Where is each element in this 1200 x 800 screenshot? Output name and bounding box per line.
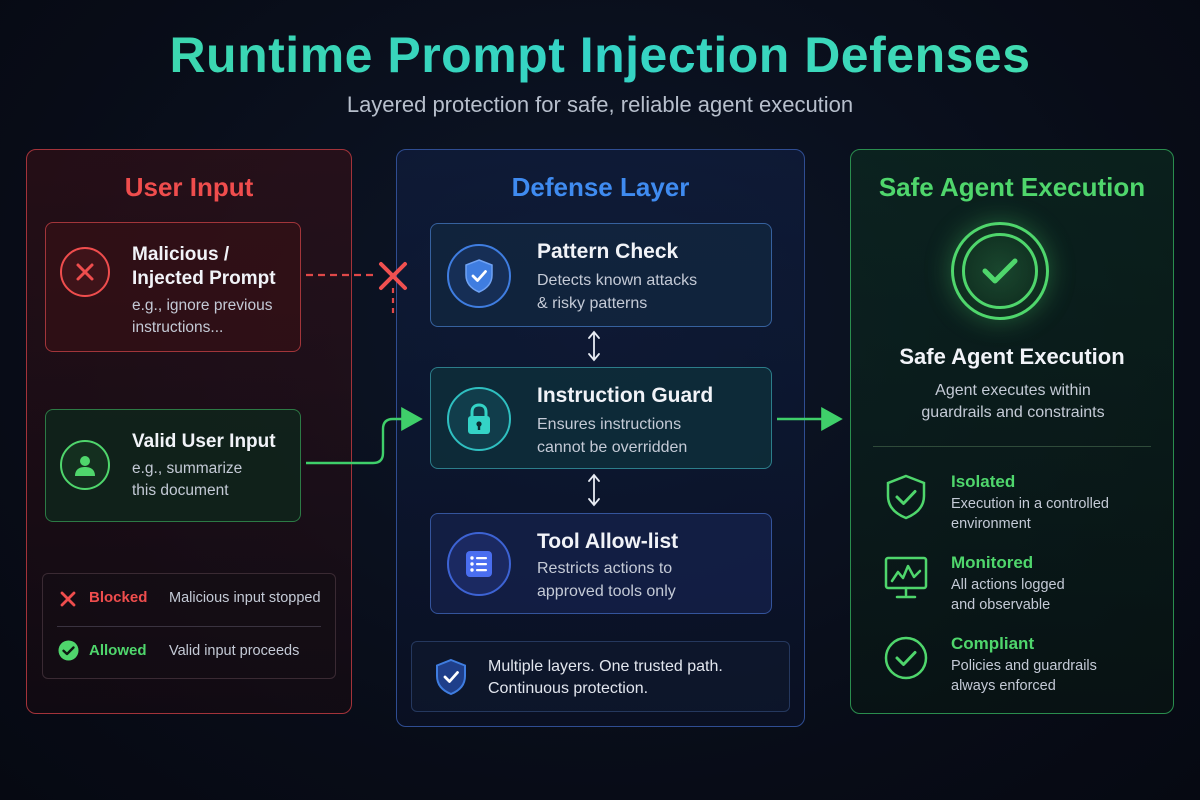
- defense-layer-panel: Defense Layer Pattern Check Detects know…: [396, 149, 805, 727]
- valid-input-title: Valid User Input: [132, 431, 276, 452]
- feature-compliant-desc-1: Policies and guardrails: [951, 658, 1097, 674]
- x-icon: [60, 247, 110, 297]
- shield-check-icon: [886, 474, 926, 520]
- check-circle-icon: [884, 636, 928, 680]
- instruction-guard-desc-2: cannot be overridden: [537, 439, 688, 456]
- legend-blocked-text: Malicious input stopped: [169, 590, 321, 606]
- exec-desc-1: Agent executes within: [935, 382, 1091, 399]
- user-icon: [60, 440, 110, 490]
- pattern-check-desc-2: & risky patterns: [537, 295, 648, 312]
- pattern-check-title: Pattern Check: [537, 240, 679, 263]
- legend: Blocked Malicious input stopped Allowed …: [42, 573, 336, 679]
- shield-check-icon: [436, 658, 466, 696]
- legend-allowed: Allowed Valid input proceeds: [43, 627, 335, 675]
- exec-desc-2: guardrails and constraints: [921, 404, 1105, 421]
- feature-isolated-desc-2: environment: [951, 516, 1031, 532]
- instruction-guard-title: Instruction Guard: [537, 384, 714, 407]
- feature-isolated: Isolated Execution in a controlled envir…: [881, 472, 1161, 542]
- feature-monitored-desc-1: All actions logged: [951, 577, 1065, 593]
- page-title: Runtime Prompt Injection Defenses: [0, 26, 1200, 84]
- safe-execution-heading: Safe Agent Execution: [878, 172, 1146, 202]
- defense-layer-heading: Defense Layer: [511, 172, 690, 202]
- list-icon: [447, 532, 511, 596]
- malicious-desc-2: instructions...: [132, 319, 224, 336]
- pattern-check-card: Pattern Check Detects known attacks & ri…: [430, 223, 772, 327]
- lock-icon: [447, 387, 511, 451]
- feature-compliant-title: Compliant: [951, 634, 1035, 653]
- legend-allowed-text: Valid input proceeds: [169, 643, 300, 659]
- exec-divider: [873, 446, 1151, 447]
- pattern-check-desc-1: Detects known attacks: [537, 272, 698, 289]
- monitor-icon: [884, 556, 928, 599]
- feature-isolated-desc-1: Execution in a controlled: [951, 496, 1109, 512]
- legend-blocked-label: Blocked: [89, 589, 148, 606]
- defense-summary-line-1: Multiple layers. One trusted path.: [488, 658, 723, 675]
- malicious-title-1: Malicious /: [132, 244, 230, 265]
- user-input-heading: User Input: [124, 172, 254, 202]
- valid-desc-2: this document: [132, 482, 229, 499]
- malicious-prompt-card: Malicious / Injected Prompt e.g., ignore…: [45, 222, 301, 352]
- valid-desc-1: e.g., summarize: [132, 460, 243, 477]
- x-icon: [60, 591, 76, 607]
- instruction-guard-card: Instruction Guard Ensures instructions c…: [430, 367, 772, 469]
- feature-compliant-desc-2: always enforced: [951, 678, 1056, 694]
- tool-allowlist-desc-2: approved tools only: [537, 583, 676, 600]
- defense-summary-card: Multiple layers. One trusted path. Conti…: [411, 641, 790, 712]
- shield-check-icon: [447, 244, 511, 308]
- check-circle-icon: [951, 222, 1049, 320]
- feature-monitored-title: Monitored: [951, 553, 1034, 572]
- feature-monitored: Monitored All actions logged and observa…: [881, 553, 1161, 623]
- malicious-desc-1: e.g., ignore previous: [132, 297, 273, 314]
- defense-summary-line-2: Continuous protection.: [488, 680, 649, 697]
- tool-allowlist-card: Tool Allow-list Restricts actions to app…: [430, 513, 772, 614]
- instruction-guard-desc-1: Ensures instructions: [537, 416, 682, 433]
- malicious-title-2: Injected Prompt: [132, 268, 276, 289]
- feature-compliant: Compliant Policies and guardrails always…: [881, 634, 1161, 704]
- tool-allowlist-title: Tool Allow-list: [537, 530, 679, 553]
- user-input-panel: User Input Malicious / Injected Prompt e…: [26, 149, 352, 714]
- safe-execution-panel: Safe Agent Execution Safe Agent Executio…: [850, 149, 1174, 714]
- valid-input-card: Valid User Input e.g., summarize this do…: [45, 409, 301, 522]
- legend-divider: [57, 626, 321, 627]
- check-circle-icon: [58, 640, 79, 661]
- legend-blocked: Blocked Malicious input stopped: [43, 574, 335, 622]
- page-subtitle: Layered protection for safe, reliable ag…: [346, 92, 854, 117]
- exec-title: Safe Agent Execution: [899, 344, 1125, 369]
- feature-monitored-desc-2: and observable: [951, 597, 1051, 613]
- tool-allowlist-desc-1: Restricts actions to: [537, 560, 673, 577]
- feature-isolated-title: Isolated: [951, 472, 1016, 491]
- legend-allowed-label: Allowed: [89, 642, 147, 659]
